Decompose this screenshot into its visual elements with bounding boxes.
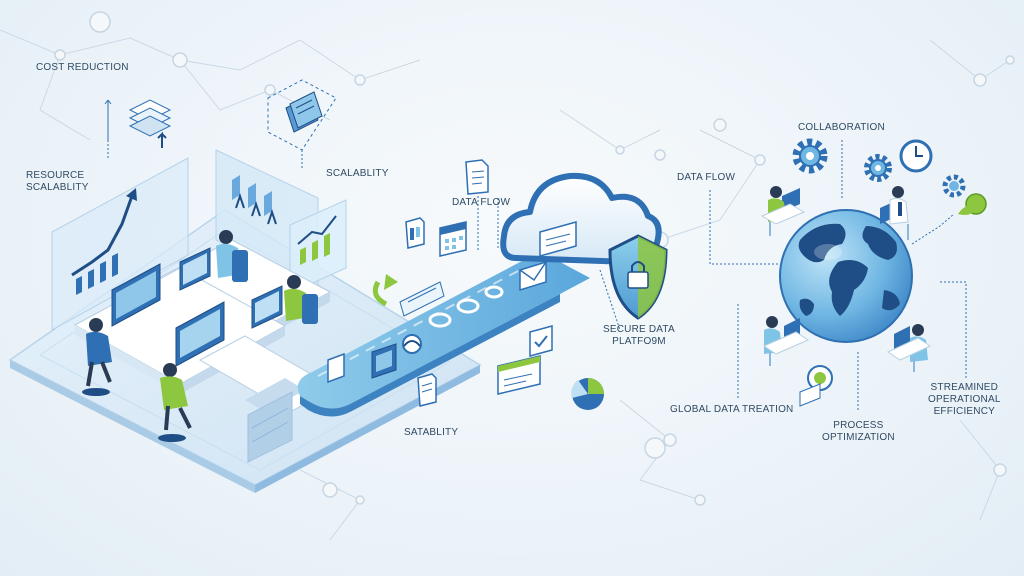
- document-icon-lower: [417, 373, 437, 407]
- worker-bottom-left: [762, 316, 810, 366]
- label-process-optimization: PROCESS OPTIMIZATION: [822, 420, 895, 444]
- label-streamlined-efficiency: STREAMINED OPERATIONAL EFFICIENCY: [928, 382, 1001, 418]
- gear-icon: [792, 138, 828, 174]
- shield-lock-icon: [608, 234, 668, 320]
- label-secure-platform-line1: SECURE DATA: [603, 324, 675, 335]
- worker-top-left: [760, 186, 806, 236]
- label-global-data: GLOBAL DATA TREATION: [670, 404, 794, 415]
- glass-panel-center: [215, 149, 347, 294]
- monitor-group: [111, 247, 283, 367]
- worker-top-right: [880, 186, 909, 240]
- label-secure-platform: SECURE DATA PLATFO9M: [603, 324, 675, 348]
- label-scalability-top: SCALABLITY: [326, 168, 389, 179]
- label-resource-scalability: RESOURCE SCALABLITY: [26, 170, 89, 194]
- person-1: [82, 318, 112, 396]
- label-resource-scalability-line1: RESOURCE: [26, 170, 85, 181]
- right-connectors: [709, 140, 967, 410]
- small-devices: [799, 365, 833, 407]
- gear-icon-3: [942, 174, 966, 198]
- checklist-icon: [529, 325, 553, 357]
- label-streamlined-line1: STREAMINED: [930, 382, 999, 393]
- label-secure-platform-line2: PLATFO9M: [612, 336, 666, 347]
- document-icon-small: [405, 217, 425, 249]
- label-streamlined-line2: OPERATIONAL: [928, 394, 1001, 405]
- globe-icon: [779, 209, 913, 343]
- network-nodes: [54, 11, 1015, 506]
- person-4: [284, 275, 318, 324]
- worker-bottom-right: [886, 324, 932, 372]
- document-stack-icon: [267, 79, 337, 170]
- glass-panel-left: [51, 99, 189, 331]
- data-flow-path: [297, 257, 590, 417]
- label-process-line1: PROCESS: [833, 420, 884, 431]
- envelope-icon: [519, 260, 547, 292]
- label-process-line2: OPTIMIZATION: [822, 432, 895, 443]
- label-data-flow-right: DATA FLOW: [677, 172, 736, 183]
- clock-icon: [899, 139, 933, 173]
- folder-icon: [371, 343, 397, 379]
- server-stack-icon: [128, 99, 172, 148]
- lock-file-icon: [327, 352, 345, 384]
- label-data-flow-center: DATA FLOW: [452, 197, 511, 208]
- browser-window-icon: [497, 355, 541, 395]
- pie-chart-icon: [571, 378, 604, 410]
- label-collaboration: COLLABORATION: [798, 122, 885, 133]
- leaf-coin-icon: [958, 193, 987, 215]
- person-3: [216, 230, 248, 282]
- document-icon: [465, 159, 489, 250]
- label-streamlined-line3: EFFICIENCY: [933, 406, 996, 417]
- label-resource-scalability-line2: SCALABLITY: [26, 182, 89, 193]
- label-satability: SATABLITY: [404, 427, 459, 438]
- calendar-icon: [439, 221, 467, 257]
- gear-icon-2: [864, 154, 892, 182]
- label-cost-reduction: COST REDUCTION: [36, 62, 129, 73]
- person-2: [158, 363, 192, 442]
